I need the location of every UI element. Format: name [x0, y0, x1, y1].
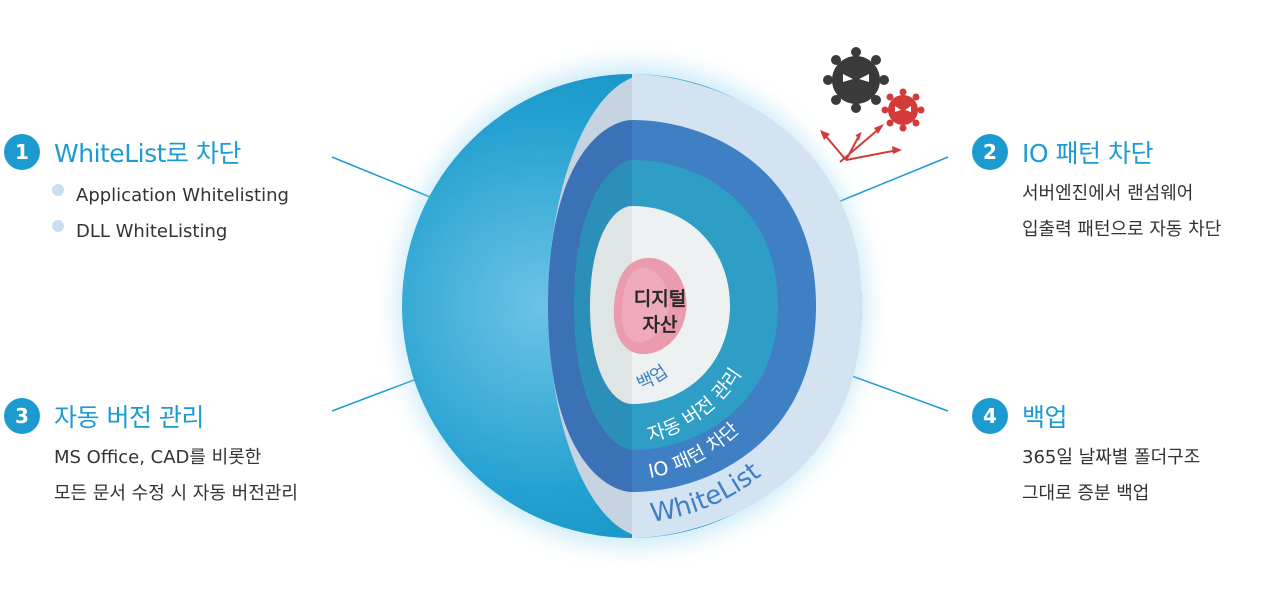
- description-line: 모든 문서 수정 시 자동 버전관리: [54, 483, 298, 504]
- feature-description: 서버엔진에서 랜섬웨어 입출력 패턴으로 자동 차단: [1022, 176, 1221, 248]
- core-label-line1: 디지털: [634, 288, 686, 310]
- bullet-text: DLL WhiteListing: [76, 221, 228, 242]
- feature-io-pattern: 2 IO 패턴 차단 서버엔진에서 랜섬웨어 입출력 패턴으로 자동 차단: [972, 134, 1221, 248]
- description-line: 그대로 증분 백업: [1022, 483, 1150, 504]
- connector-line-3: [331, 379, 415, 412]
- feature-number-badge: 1: [4, 134, 40, 170]
- feature-bullet-list: Application Whitelisting DLL WhiteListin…: [52, 178, 289, 250]
- feature-description: 365일 날짜별 폴더구조 그대로 증분 백업: [1022, 440, 1200, 512]
- virus-icon: [881, 88, 925, 132]
- description-line: 입출력 패턴으로 자동 차단: [1022, 219, 1222, 240]
- feature-title: IO 패턴 차단: [1022, 139, 1153, 168]
- feature-backup: 4 백업 365일 날짜별 폴더구조 그대로 증분 백업: [972, 398, 1200, 512]
- list-item: DLL WhiteListing: [52, 214, 289, 250]
- bullet-dot-icon: [52, 184, 64, 196]
- connector-line-2: [837, 156, 949, 203]
- list-item: Application Whitelisting: [52, 178, 289, 214]
- virus-icon: [823, 47, 889, 113]
- feature-description: MS Office, CAD를 비롯한 모든 문서 수정 시 자동 버전관리: [54, 440, 298, 512]
- connector-line-4: [851, 375, 949, 412]
- connector-line-1: [331, 156, 431, 198]
- sphere-cutaway: [548, 74, 862, 538]
- bullet-dot-icon: [52, 220, 64, 232]
- feature-number-badge: 4: [972, 398, 1008, 434]
- feature-number-badge: 2: [972, 134, 1008, 170]
- feature-title: 자동 버전 관리: [54, 403, 204, 432]
- core-label-line2: 자산: [643, 314, 678, 336]
- deflect-arrows-icon: [823, 127, 899, 163]
- feature-title: WhiteList로 차단: [54, 139, 241, 168]
- feature-whitelist: 1 WhiteList로 차단 Application Whitelisting…: [4, 134, 289, 250]
- feature-title: 백업: [1022, 403, 1068, 432]
- description-line: 서버엔진에서 랜섬웨어: [1022, 183, 1194, 204]
- feature-number-badge: 3: [4, 398, 40, 434]
- description-line: 365일 날짜별 폴더구조: [1022, 447, 1201, 468]
- bullet-text: Application Whitelisting: [76, 185, 289, 206]
- feature-version-control: 3 자동 버전 관리 MS Office, CAD를 비롯한 모든 문서 수정 …: [4, 398, 298, 512]
- description-line: MS Office, CAD를 비롯한: [54, 447, 262, 468]
